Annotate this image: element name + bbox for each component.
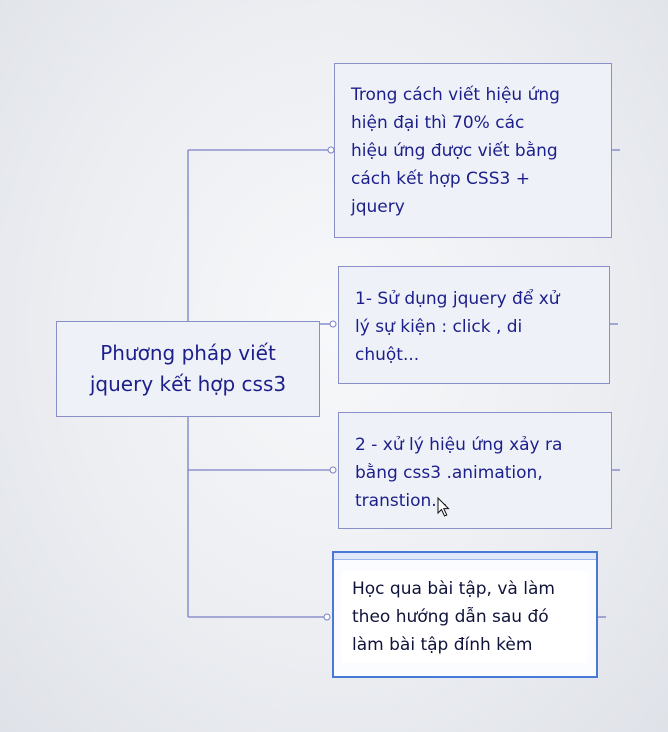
root-topic[interactable]: Phương pháp viết jquery kết hợp css3 — [56, 321, 320, 417]
subtopic-line: chuột... — [355, 345, 420, 365]
handle-branch-4[interactable] — [323, 613, 331, 621]
selection-frame-bar — [334, 553, 596, 560]
subtopic-line: bằng css3 .animation, — [355, 463, 543, 483]
subtopic-css3-jquery-share[interactable]: Trong cách viết hiệu ứng hiện đại thì 70… — [334, 63, 612, 238]
subtopic-line: hiệu ứng được viết bằng — [351, 141, 558, 161]
mouse-pointer-icon — [437, 497, 450, 517]
subtopic-line: Học qua bài tập, và làm — [352, 579, 555, 599]
subtopic-jquery-events[interactable]: 1- Sử dụng jquery để xử lý sự kiện : cli… — [338, 266, 610, 384]
subtopic-line: 1- Sử dụng jquery để xử — [355, 289, 560, 309]
subtopic-css3-animation[interactable]: 2 - xử lý hiệu ứng xảy ra bằng css3 .ani… — [338, 412, 612, 529]
subtopic-line: làm bài tập đính kèm — [352, 635, 533, 655]
subtopic-exercises-selected[interactable]: Học qua bài tập, và làm theo hướng dẫn s… — [332, 551, 598, 678]
subtopic-line: cách kết hợp CSS3 + — [351, 169, 530, 189]
subtopic-line: lý sự kiện : click , di — [355, 317, 523, 337]
handle-branch-2[interactable] — [329, 320, 337, 328]
subtopic-line: transtion... — [355, 491, 448, 511]
subtopic-line: theo hướng dẫn sau đó — [352, 607, 549, 627]
root-topic-label: Phương pháp viết jquery kết hợp css3 — [89, 341, 287, 396]
subtopic-line: jquery — [351, 197, 405, 217]
handle-branch-3[interactable] — [329, 466, 337, 474]
subtopic-line: hiện đại thì 70% các — [351, 113, 525, 133]
subtopic-line: 2 - xử lý hiệu ứng xảy ra — [355, 435, 563, 455]
subtopic-edit-area[interactable]: Học qua bài tập, và làm theo hướng dẫn s… — [342, 571, 588, 663]
subtopic-line: Trong cách viết hiệu ứng — [351, 85, 560, 105]
